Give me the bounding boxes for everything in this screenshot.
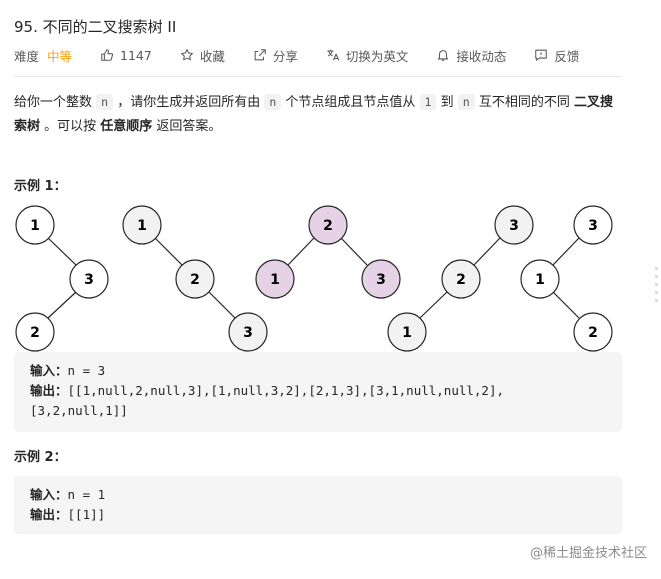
feedback-label: 反馈 bbox=[554, 48, 580, 64]
example2-title: 示例 2： bbox=[14, 450, 67, 465]
input-value: n = 3 bbox=[67, 363, 106, 378]
bst-diagram: 1 3 2 1 2 3 2 1 3 3 2 1 3 1 2 bbox=[15, 205, 613, 352]
notify-button[interactable]: 接收动态 bbox=[436, 46, 506, 65]
node-label: 2 bbox=[190, 272, 200, 288]
node-label: 1 bbox=[137, 218, 147, 234]
problem-description: 给你一个整数 n ，请你生成并返回所有由 n 个节点组成且节点值从 1 到 n … bbox=[14, 90, 624, 139]
input-label: 输入： bbox=[30, 487, 68, 502]
desc-text: 给你一个整数 bbox=[14, 95, 97, 110]
desc-text: 返回答案。 bbox=[152, 119, 222, 134]
node-label: 3 bbox=[376, 272, 386, 288]
bell-icon bbox=[438, 50, 449, 61]
desc-text: 到 bbox=[436, 95, 458, 110]
node-label: 2 bbox=[456, 272, 466, 288]
inline-code: n bbox=[264, 94, 282, 110]
star-icon bbox=[180, 49, 193, 61]
node-label: 2 bbox=[30, 325, 40, 341]
node-label: 3 bbox=[588, 218, 598, 234]
feedback-button[interactable]: 反馈 bbox=[534, 46, 579, 65]
translate-icon bbox=[327, 49, 340, 61]
node-label: 1 bbox=[270, 272, 280, 288]
inline-code: n bbox=[96, 94, 114, 110]
example1-title: 示例 1： bbox=[14, 179, 67, 194]
notify-label: 接收动态 bbox=[456, 48, 507, 64]
thumbs-up-icon bbox=[101, 49, 114, 61]
example1-box: 输入：n = 3 输出：[[1,null,2,null,3],[1,null,3… bbox=[14, 352, 622, 432]
bold-text: 任意顺序 bbox=[100, 119, 153, 134]
like-button[interactable]: 1147 bbox=[100, 48, 152, 63]
desc-text: 个节点组成且节点值从 bbox=[281, 95, 420, 110]
difficulty-label: 难度 bbox=[14, 48, 40, 64]
tree-1: 1 3 2 bbox=[15, 205, 109, 352]
output-value-cont: [3,2,null,1]] bbox=[30, 403, 128, 418]
favorite-button[interactable]: 收藏 bbox=[180, 46, 225, 65]
header-divider bbox=[14, 76, 622, 77]
output-value: [[1,null,2,null,3],[1,null,3,2],[2,1,3],… bbox=[67, 383, 505, 398]
problem-meta-bar: 难度 中等 1147 收藏 分享 切换为英文 接收动态 反馈 bbox=[14, 45, 607, 65]
output-label: 输出： bbox=[30, 383, 68, 398]
desc-text: ，请你生成并返回所有由 bbox=[113, 95, 265, 110]
output-value: [[1]] bbox=[67, 507, 106, 522]
node-label: 3 bbox=[243, 325, 253, 341]
input-value: n = 1 bbox=[67, 487, 106, 502]
bold-text: 二叉搜索树 bbox=[14, 95, 613, 134]
node-label: 2 bbox=[323, 218, 333, 234]
favorite-label: 收藏 bbox=[199, 48, 225, 64]
like-count: 1147 bbox=[120, 47, 152, 63]
translate-button[interactable]: 切换为英文 bbox=[326, 46, 409, 65]
tree-5: 3 1 2 bbox=[520, 205, 613, 352]
node-label: 3 bbox=[84, 272, 94, 288]
node-label: 1 bbox=[402, 325, 412, 341]
tree-3: 2 1 3 bbox=[255, 205, 401, 299]
desc-text: 。可以按 bbox=[40, 119, 101, 134]
share-label: 分享 bbox=[272, 48, 298, 64]
share-icon bbox=[254, 49, 266, 61]
desc-text: 互不相同的不同 bbox=[474, 95, 574, 110]
input-label: 输入： bbox=[30, 363, 68, 378]
feedback-icon bbox=[535, 49, 548, 61]
node-label: 1 bbox=[535, 272, 545, 288]
node-label: 3 bbox=[509, 218, 519, 234]
share-button[interactable]: 分享 bbox=[253, 46, 298, 65]
tree-2: 1 2 3 bbox=[122, 205, 268, 352]
inline-code: n bbox=[457, 94, 475, 110]
node-label: 1 bbox=[30, 218, 40, 234]
tree-4: 3 2 1 bbox=[387, 205, 534, 352]
scroll-handle[interactable] bbox=[655, 262, 659, 307]
translate-label: 切换为英文 bbox=[345, 48, 409, 64]
output-label: 输出： bbox=[30, 507, 68, 522]
inline-code: 1 bbox=[419, 94, 437, 110]
example2-box: 输入：n = 1 输出：[[1]] bbox=[14, 476, 622, 534]
difficulty-badge: 中等 bbox=[47, 48, 73, 64]
problem-title: 95. 不同的二叉搜索树 II bbox=[14, 18, 177, 36]
node-label: 2 bbox=[588, 325, 598, 341]
watermark: @稀土掘金技术社区 bbox=[529, 546, 647, 561]
